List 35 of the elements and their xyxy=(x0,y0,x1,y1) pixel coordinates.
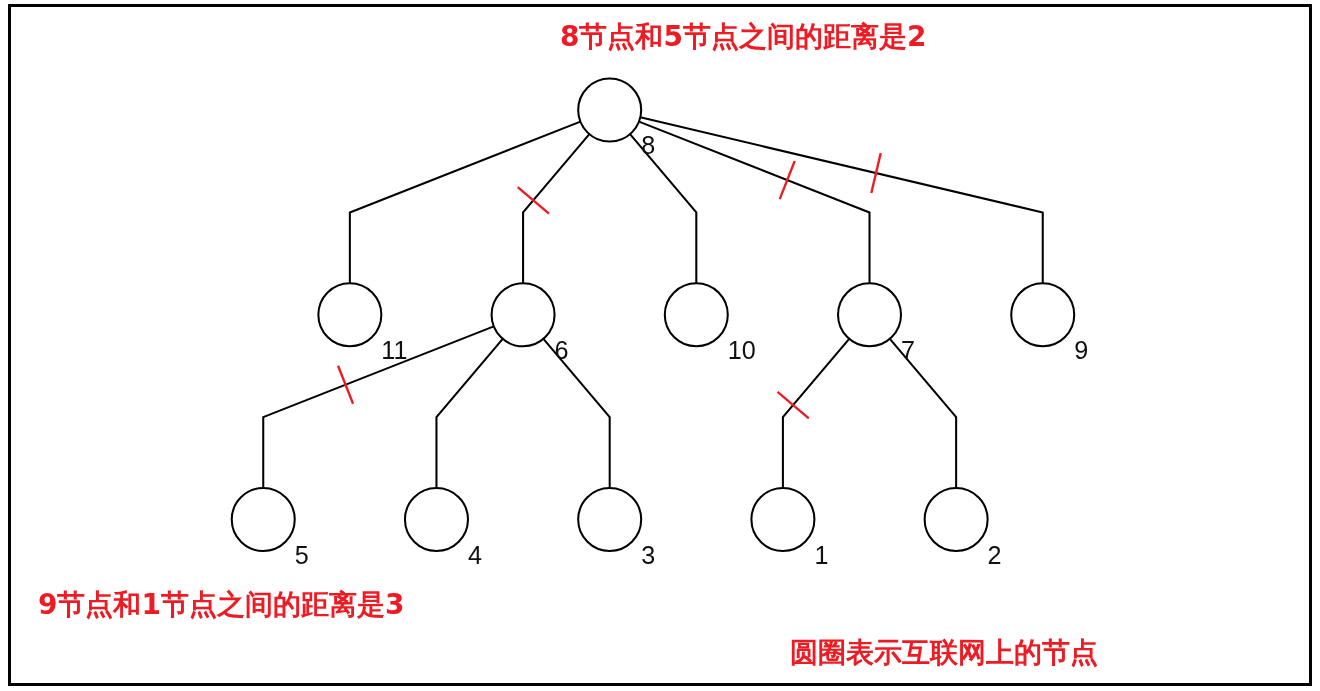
node-circle xyxy=(490,282,556,348)
connector xyxy=(889,338,958,489)
node-number: 4 xyxy=(467,540,482,569)
connector xyxy=(348,120,581,284)
node-number: 2 xyxy=(987,540,1002,569)
node-circle xyxy=(663,282,729,348)
node-circle xyxy=(923,487,989,553)
connector xyxy=(629,133,698,284)
node-number: 11 xyxy=(381,335,408,364)
annotation-note: 8节点和5节点之间的距离是2 xyxy=(560,20,927,54)
node-number: 3 xyxy=(641,540,656,569)
node-circle xyxy=(837,282,903,348)
connector xyxy=(542,338,611,489)
node-circle xyxy=(317,282,383,348)
connector xyxy=(781,338,850,489)
connector xyxy=(638,120,871,284)
connector xyxy=(640,116,1044,284)
node-circle xyxy=(1010,282,1076,348)
node-number: 7 xyxy=(901,335,916,364)
connector xyxy=(522,133,591,284)
node-number: 10 xyxy=(727,335,756,364)
node-circle xyxy=(577,77,643,143)
connector xyxy=(435,338,504,489)
node-number: 6 xyxy=(554,335,569,364)
node-circle xyxy=(230,487,296,553)
connector xyxy=(262,325,495,489)
node-circle xyxy=(750,487,816,553)
node-number: 1 xyxy=(814,540,829,569)
annotation-note: 9节点和1节点之间的距离是3 xyxy=(38,588,405,622)
node-number: 9 xyxy=(1074,335,1089,364)
node-number: 8 xyxy=(641,131,656,160)
node-circle xyxy=(403,487,469,553)
node-number: 5 xyxy=(294,540,309,569)
annotation-note: 圆圈表示互联网上的节点 xyxy=(790,636,1098,670)
node-circle xyxy=(577,487,643,553)
